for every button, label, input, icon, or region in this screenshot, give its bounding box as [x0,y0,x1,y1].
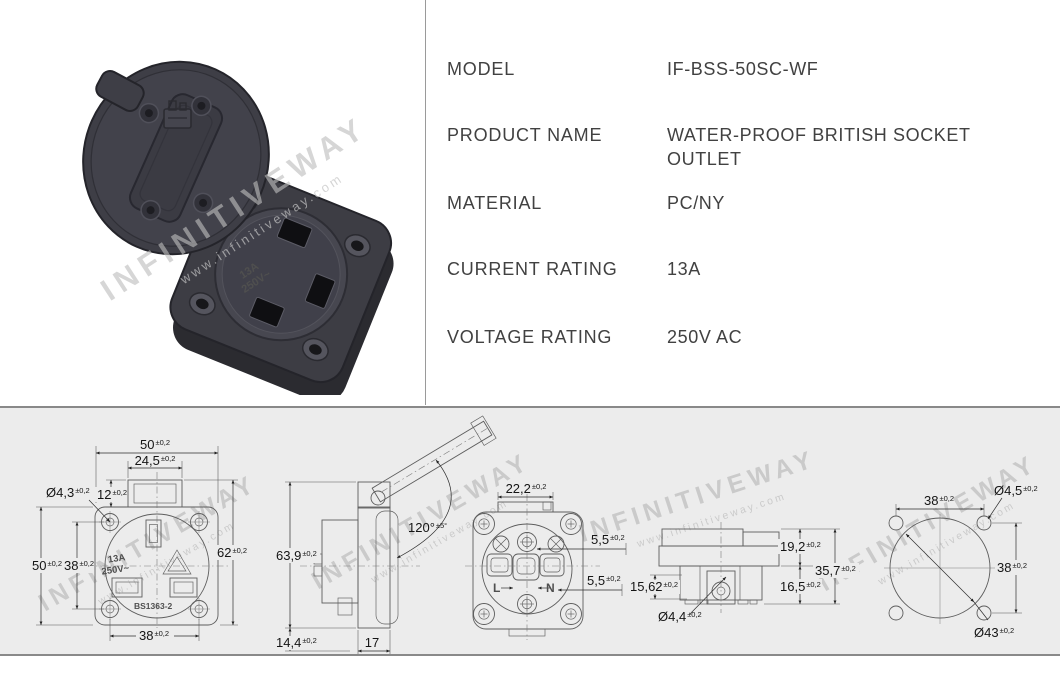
spec-value-model: IF-BSS-50SC-WF [667,59,819,79]
spec-label-material: MATERIAL [447,193,543,213]
face-marking: 13A 250V~ [101,552,130,578]
neutral-terminal [539,553,565,577]
dim-hole-pitch-v: 38±0,2 [64,558,94,573]
center-terminal [512,553,540,581]
side-view: 63,9±0,2 14,4±0,2 17 120°±5° [274,415,497,654]
spec-value-product-name: WATER-PROOF BRITISH SOCKET [667,125,971,145]
bottom-view: 19,2±0,2 16,5±0,2 35,7±0,2 15,62±0,2 [628,522,859,624]
photo-lid-screws [138,95,214,221]
cutout-view: 38±0,2 Ø4,5±0,2 38±0,2 Ø43±0,2 [884,483,1041,640]
spec-value-voltage-rating: 250V AC [667,327,743,347]
dim-terminal-height: 15,62±0,2 [630,579,678,594]
warning-triangle-icon [162,549,192,575]
front-dimensions: 50±0,2 24,5±0,2 Ø4,3±0,2 12±0,2 [29,437,255,643]
spec-label-voltage-rating: VOLTAGE RATING [447,327,613,347]
technical-drawings: INFINITIVEWAY www.infinitiveway.com INFI… [29,415,1042,654]
cutout-dimensions: 38±0,2 Ø4,5±0,2 38±0,2 Ø43±0,2 [895,483,1041,640]
dim-offset-top: 5,5±0,2 [591,532,625,547]
terminal-label-l: L [493,581,500,595]
plug-icon [163,100,192,129]
live-terminal [486,553,513,577]
bottom-dimensions: 19,2±0,2 16,5±0,2 35,7±0,2 15,62±0,2 [628,528,859,624]
dim-lower-depth: 14,4±0,2 [276,635,317,650]
dim-overall-height: 62±0,2 [217,545,247,560]
earth-slot [145,519,162,548]
neutral-slot [169,577,198,598]
dim-hole-pitch-h: 38±0,2 [139,628,169,643]
face-current: 13A [107,552,126,565]
dim-side-height: 63,9±0,2 [276,548,317,563]
line-pin-slot [304,273,336,309]
back-dimensions: 22,2±0,2 5,5±0,2 5,5±0,2 [497,481,627,596]
dim-cutout-pitch-h: 38±0,2 [924,493,954,508]
cutout-screw-hole [976,605,992,621]
cutout-outline [884,514,996,624]
dim-upper-height: 19,2±0,2 [780,539,821,554]
vertical-divider [425,0,426,405]
product-photo: 13A 250V~ [82,60,394,395]
plate-side [357,506,391,629]
dim-offset-bottom: 5,5±0,2 [587,573,621,588]
dim-plate-thickness: 17 [365,635,379,650]
cutout-screw-hole [888,605,904,621]
back-view: L N 22,2±0,2 5,5±0,2 5,5±0,2 [465,481,627,640]
terminal-screw [547,535,565,553]
corner-screw [473,603,495,625]
back-outline [465,494,600,640]
front-outline [86,472,228,638]
spec-label-product-name: PRODUCT NAME [447,125,603,145]
dim-cutout-pitch-v: 38±0,2 [997,560,1027,575]
spec-value-current-rating: 13A [667,259,701,279]
side-dimensions: 63,9±0,2 14,4±0,2 17 120°±5° [274,459,452,654]
dim-top-width: 50±0,2 [140,437,170,452]
dim-lid-angle: 120°±5° [408,520,447,535]
dim-flap-height: 12±0,2 [97,487,127,502]
spec-label-model: MODEL [447,59,516,79]
spec-label-current-rating: CURRENT RATING [447,259,618,279]
dim-left-height: 50±0,2 [32,558,62,573]
top-section: 13A 250V~ [82,0,971,405]
terminal-label-n: N [546,581,555,595]
live-slot [111,577,143,598]
flap-hinge-tab [127,479,183,508]
spec-value-material: PC/NY [667,193,726,213]
mounting-hole [187,597,211,621]
dim-flap-width: 24,5±0,2 [135,453,176,468]
hinge-block [357,481,391,509]
dim-overall-depth: 35,7±0,2 [815,563,856,578]
corner-screw [560,603,582,625]
face-standard: BS1363-2 [134,601,173,611]
neutral-pin-slot [249,296,285,328]
dim-terminal-hole-dia: Ø4,4±0,2 [658,609,702,624]
spec-value-product-name-line2: OUTLET [667,149,742,169]
lid-tab [95,70,145,112]
terminal-screw [492,535,510,553]
front-view: 13A 250V~ BS1363-2 50±0,2 24,5±0,2 Ø4,3±… [29,437,255,643]
side-outline [300,415,497,629]
dim-cutout-screw-dia: Ø4,5±0,2 [994,483,1038,498]
face-voltage: 250V~ [101,563,130,578]
earth-pin-slot [276,217,313,249]
dim-lower-height: 16,5±0,2 [780,579,821,594]
dim-cutout-dia: Ø43±0,2 [974,625,1014,640]
dim-slot-width: 22,2±0,2 [506,481,547,496]
technical-drawing-band: INFINITIVEWAY www.infinitiveway.com INFI… [0,406,1060,656]
dim-hole-dia: Ø4,3±0,2 [46,485,90,500]
